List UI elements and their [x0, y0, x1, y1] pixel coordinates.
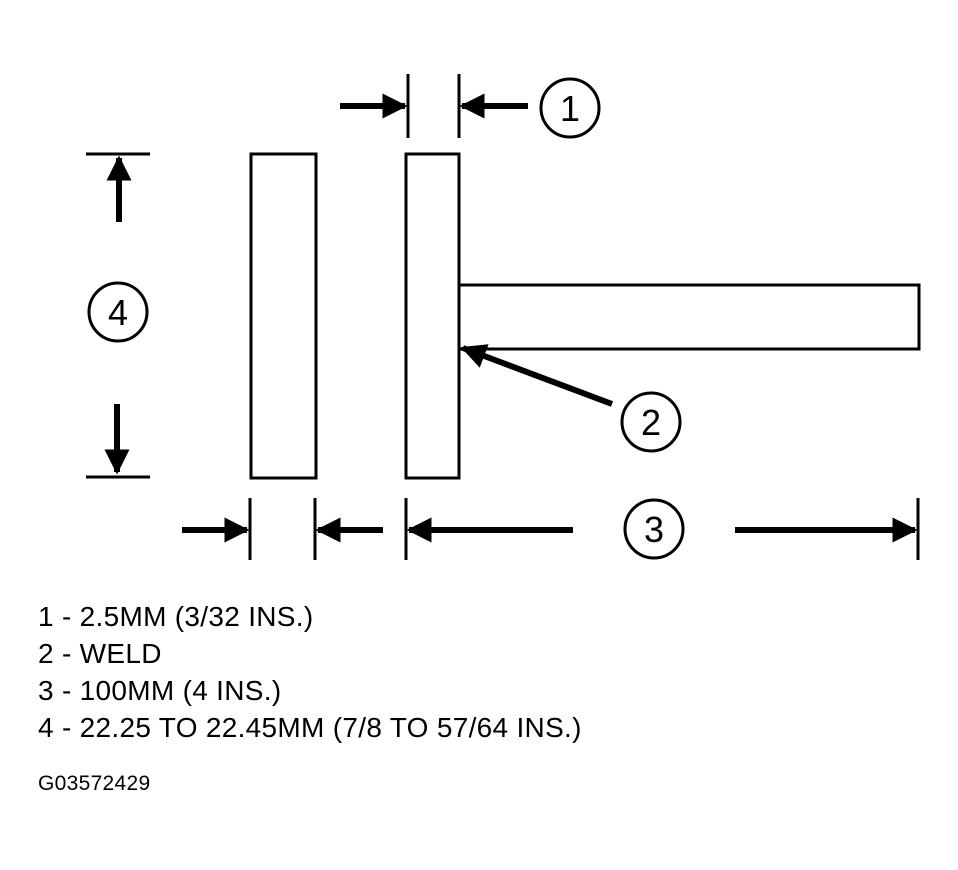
left-plate: [249, 152, 318, 480]
legend-item-4: 4 - 22.25 TO 22.45MM (7/8 TO 57/64 INS.): [38, 712, 582, 743]
legend-item-3: 3 - 100MM (4 INS.): [38, 675, 282, 706]
legend-list: 1 - 2.5MM (3/32 INS.) 2 - WELD 3 - 100MM…: [38, 598, 582, 746]
callout-2: 2: [620, 391, 682, 453]
figure-id: G03572429: [38, 772, 151, 795]
callout-2-label: 2: [641, 402, 661, 443]
shaft: [457, 283, 921, 351]
dimension-diagram: 1 4 2 3: [86, 74, 921, 560]
callout-3-label: 3: [644, 509, 664, 550]
legend-item-2: 2 - WELD: [38, 638, 162, 669]
weld-leader-arrow: [460, 344, 614, 407]
legend-item-1: 1 - 2.5MM (3/32 INS.): [38, 601, 314, 632]
callout-1: 1: [539, 77, 601, 139]
right-plate: [404, 152, 461, 480]
callout-4-label: 4: [108, 292, 128, 333]
callout-3: 3: [623, 498, 685, 560]
callout-4: 4: [87, 281, 149, 343]
callout-1-label: 1: [560, 88, 580, 129]
